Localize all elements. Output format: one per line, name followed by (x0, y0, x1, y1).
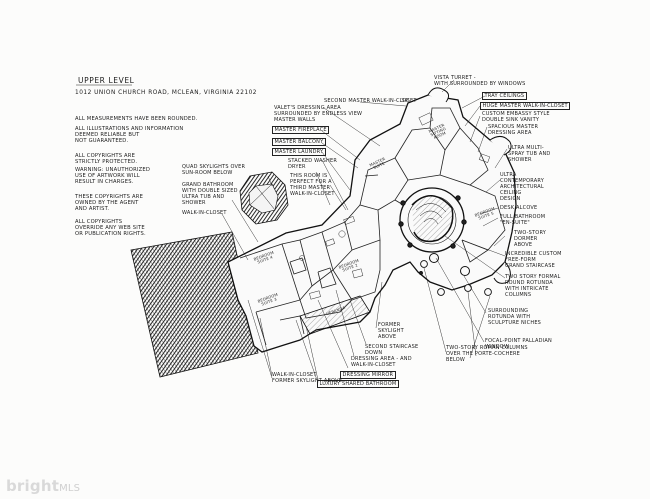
label-tray-ceilings: TRAY CEILINGS (482, 92, 527, 100)
page-title: UPPER LEVEL (78, 76, 135, 85)
label-grand-staircase: INCREDIBLE CUSTOM FREE-FORM GRAND STAIRC… (505, 251, 562, 269)
property-address: 1012 UNION CHURCH ROAD, McLEAN, VIRGINIA… (75, 90, 257, 96)
bright-mls-watermark: brightMLS (6, 477, 80, 495)
interior-walls (239, 107, 506, 346)
label-second-staircase: SECOND STAIRCASE DOWN (365, 344, 419, 356)
house-outline (227, 94, 517, 353)
disclaimer-override: ALL COPYRIGHTS OVERRIDE ANY WEB SITE OR … (75, 219, 146, 238)
disclaimer-copyright: ALL COPYRIGHTS ARE STRICTLY PROTECTED. (75, 153, 138, 166)
label-master-laundry: MASTER LAUNDRY (272, 148, 326, 156)
disclaimer-reliability: ALL ILLUSTRATIONS AND INFORMATION DEEMED… (75, 126, 184, 145)
dimension-closet-width: 34' (401, 98, 410, 104)
label-shared-bathroom: LUXURY SHARED BATHROOM (317, 380, 399, 388)
label-master-balcony: MASTER BALCONY (272, 138, 326, 146)
fixtures (299, 112, 491, 300)
label-quad-skylights: QUAD SKYLIGHTS OVER SUN-ROOM BELOW (182, 164, 246, 176)
label-palladian-window: FOCAL-POINT PALLADIAN WINDOW (485, 338, 552, 350)
disclaimer-measurements: ALL MEASUREMENTS HAVE BEEN ROUNDED. (75, 116, 198, 122)
label-dressing-area-closet: DRESSING AREA - AND WALK-IN-CLOSET (351, 356, 412, 368)
label-valet-dressing: VALET'S DRESSING AREA SURROUNDED BY ENDL… (274, 105, 363, 123)
watermark-brand: bright (6, 477, 60, 495)
disclaimer-warning: WARNING: UNAUTHORIZED USE OF ARTWORK WIL… (75, 167, 151, 186)
label-round-rotunda: TWO STORY FORMAL ROUND ROTUNDA WITH INTR… (505, 274, 561, 298)
label-former-skylight: FORMER SKYLIGHT ABOVE (378, 322, 404, 340)
label-two-story-dormer: TWO-STORY DORMER ABOVE (514, 230, 547, 248)
label-walk-in-closet-left: WALK-IN-CLOSET (182, 210, 227, 216)
label-multi-spray-tub: ULTRA MULTI- SPRAY TUB AND SHOWER (508, 145, 551, 163)
label-second-master-closet: SECOND MASTER WALK-IN-CLOSET (324, 98, 417, 104)
porte-cochere-columns (419, 260, 492, 296)
label-ceiling-design: ULTRA CONTEMPORARY ARCHITECTURAL CEILING… (500, 172, 544, 202)
label-dressing-mirror: DRESSING MIRROR (340, 371, 396, 379)
label-vista-turret: VISTA TURRET - WITH SURROUNDED BY WINDOW… (434, 75, 526, 87)
label-stacked-washer: STACKED WASHER DRYER (288, 158, 337, 170)
label-huge-master-closet: HUGE MASTER WALK-IN-CLOSET (480, 102, 571, 110)
label-roman-columns: TWO-STORY ROMAN COLUMNS OVER THE PORTE-C… (446, 345, 528, 363)
label-third-master-closet: THIS ROOM IS PERFECT FOR A THIRD MASTER … (290, 173, 335, 197)
leader-lines (221, 79, 508, 384)
label-grand-bathroom: GRAND BATHROOM WITH DOUBLE SIZED ULTRA T… (182, 182, 238, 206)
disclaimer-ownership: THESE COPYRIGHTS ARE OWNED BY THE AGENT … (75, 194, 144, 213)
label-sculpture-niches: SURROUNDING ROTUNDA WITH SCULPTURE NICHE… (488, 308, 542, 326)
label-double-sink-vanity: CUSTOM EMBASSY STYLE DOUBLE SINK VANITY (482, 111, 550, 123)
rotunda (398, 187, 467, 253)
label-walk-in-closet-bottom: WALK-IN-CLOSET FORMER SKYLIGHT ABOVE (272, 372, 343, 384)
label-master-dressing-area: SPACIOUS MASTER DRESSING AREA (488, 124, 539, 136)
label-desk-alcove: DESK ALCOVE (500, 205, 538, 211)
watermark-suffix: MLS (59, 483, 81, 494)
label-master-fireplace: MASTER FIREPLACE (272, 126, 330, 134)
label-full-bathroom: FULL BATHROOM "EN-SUITE" (500, 214, 546, 226)
